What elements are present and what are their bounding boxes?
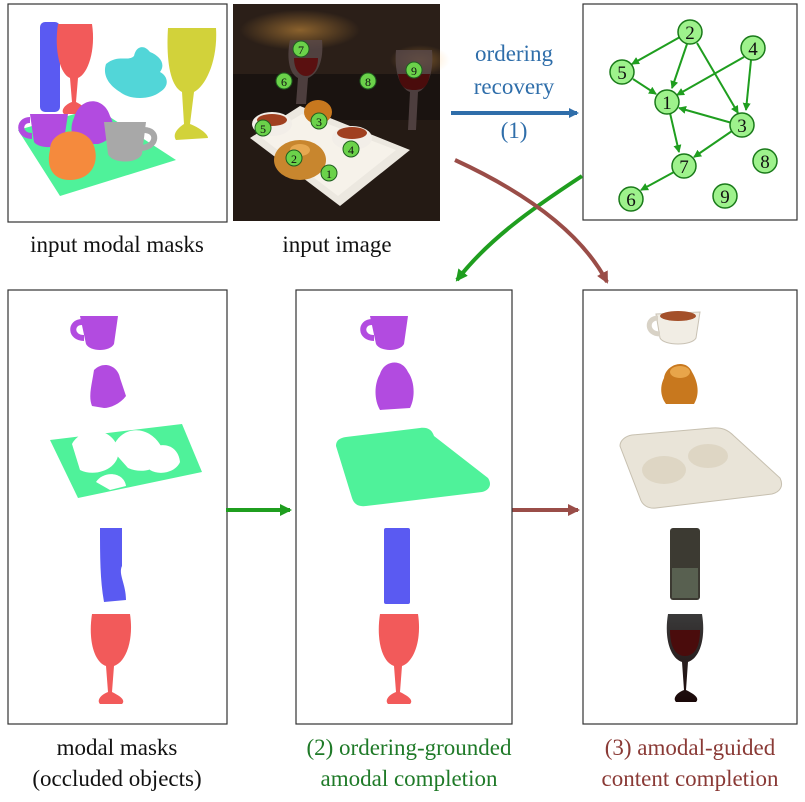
- graph-node-7: 7: [679, 157, 689, 178]
- graph-node-4: 4: [748, 39, 758, 60]
- mask-blue-glass: [40, 22, 60, 112]
- step1-label-line2: recovery: [474, 74, 555, 99]
- modal-masks-panel: [7, 289, 228, 725]
- image-label-7: 7: [298, 43, 304, 57]
- caption-step2-line1: (2) ordering-grounded: [306, 735, 512, 760]
- graph-node-3: 3: [737, 116, 747, 137]
- ordering-graph-panel: 2 4 5 1 3 7 8 6 9: [582, 3, 798, 221]
- caption-input-image: input image: [282, 232, 391, 257]
- graph-node-6: 6: [626, 190, 636, 211]
- input-image-panel: 7 6 8 9 5 3 4 2 1: [233, 4, 450, 221]
- image-label-5: 5: [260, 122, 266, 136]
- image-label-9: 9: [411, 64, 417, 78]
- content-completion-panel: [582, 289, 798, 725]
- amodal-masks-panel: [295, 289, 513, 725]
- caption-modal-line1: modal masks: [57, 735, 178, 760]
- mask-yellow-glass: [167, 28, 217, 140]
- image-labels: 7 6 8 9 5 3 4 2 1: [254, 40, 423, 182]
- caption-step2-line2: amodal completion: [321, 766, 498, 791]
- graph-edge-2-1: [670, 43, 688, 89]
- graph-edge-4-1: [676, 56, 745, 96]
- mask-orange-pastry: [48, 131, 96, 180]
- graph-edge-5-1: [632, 78, 657, 95]
- graph-edge-2-3: [696, 42, 739, 114]
- input-masks-panel: [7, 3, 228, 223]
- arrow-image-to-content: [454, 158, 609, 284]
- image-label-3: 3: [316, 115, 322, 129]
- image-label-1: 1: [326, 167, 332, 181]
- step1-label-number: (1): [501, 118, 528, 143]
- graph-node-5: 5: [617, 63, 627, 84]
- image-label-4: 4: [348, 143, 354, 157]
- graph-edge-3-7: [693, 130, 733, 158]
- graph-nodes: 2 4 5 1 3 7 8 6 9: [609, 19, 778, 212]
- graph-node-2: 2: [685, 23, 695, 44]
- graph-edge-4-3: [742, 59, 752, 111]
- graph-edge-3-1: [678, 106, 733, 124]
- caption-step3-line2: content completion: [602, 766, 779, 791]
- mask-teapot: [104, 47, 167, 98]
- mask-purple-pastry: [71, 101, 114, 144]
- arrow-graph-to-amodal: [455, 174, 584, 282]
- graph-edge-2-5: [631, 36, 681, 65]
- caption-step3-line1: (3) amodal-guided: [605, 735, 776, 760]
- graph-edges: [631, 36, 752, 191]
- graph-edge-1-7: [669, 112, 682, 153]
- image-label-8: 8: [365, 75, 371, 89]
- image-label-6: 6: [281, 75, 287, 89]
- mask-red-glass: [56, 24, 94, 114]
- graph-node-9: 9: [720, 187, 730, 208]
- caption-modal-line2: (occluded objects): [32, 766, 201, 791]
- graph-edge-7-6: [640, 171, 675, 191]
- image-label-2: 2: [291, 152, 297, 166]
- caption-input-masks: input modal masks: [30, 232, 204, 257]
- step1-label-line1: ordering: [475, 41, 553, 66]
- graph-node-1: 1: [662, 93, 672, 114]
- mask-gray-cup: [104, 122, 146, 162]
- graph-node-8: 8: [760, 152, 770, 173]
